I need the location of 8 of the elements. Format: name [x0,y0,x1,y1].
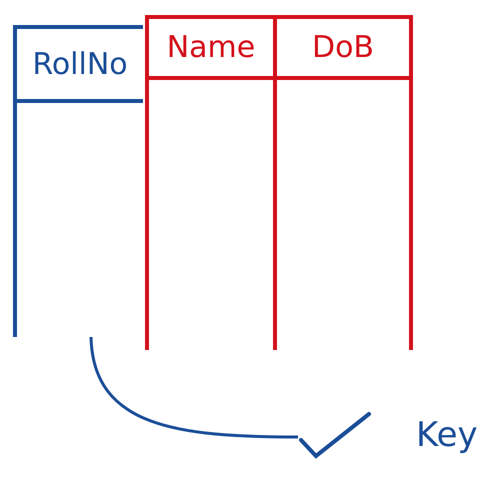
table-column [145,15,273,350]
column-header: RollNo [32,46,128,82]
key-label: Key [416,415,478,455]
table-column [273,15,413,350]
column-header: DoB [312,30,374,65]
leader-line [90,336,298,438]
table-column [13,25,143,337]
column-header: Name [166,30,256,65]
